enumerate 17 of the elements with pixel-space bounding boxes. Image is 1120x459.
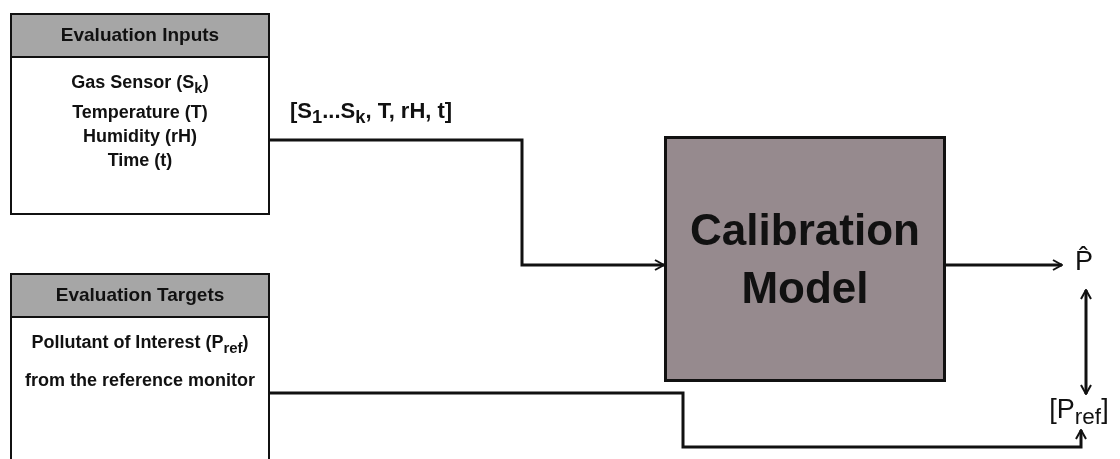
card-header: Evaluation Inputs — [12, 15, 268, 58]
card-header: Evaluation Targets — [12, 275, 268, 318]
card-text: Time (t) — [106, 148, 174, 172]
card-text: Humidity (rH) — [82, 124, 198, 148]
input-card — [10, 13, 270, 215]
input-card — [10, 273, 270, 459]
arrow — [270, 391, 1087, 449]
process-label: Calibration Model — [689, 204, 921, 314]
card-text: Gas Sensor (S$_{k}$) — [70, 71, 210, 98]
card-text: Temperature (T) — [71, 100, 209, 124]
arrow — [270, 138, 665, 271]
arrow — [1080, 289, 1092, 395]
card-text: Pollutant of Interest (P$_{ref}$) from the reference monitor — [23, 331, 256, 392]
output-label: [P$_{ref}$] — [1049, 393, 1109, 431]
process-box — [664, 136, 946, 382]
output-label: P̂ — [1075, 245, 1093, 277]
arrow — [946, 259, 1063, 271]
